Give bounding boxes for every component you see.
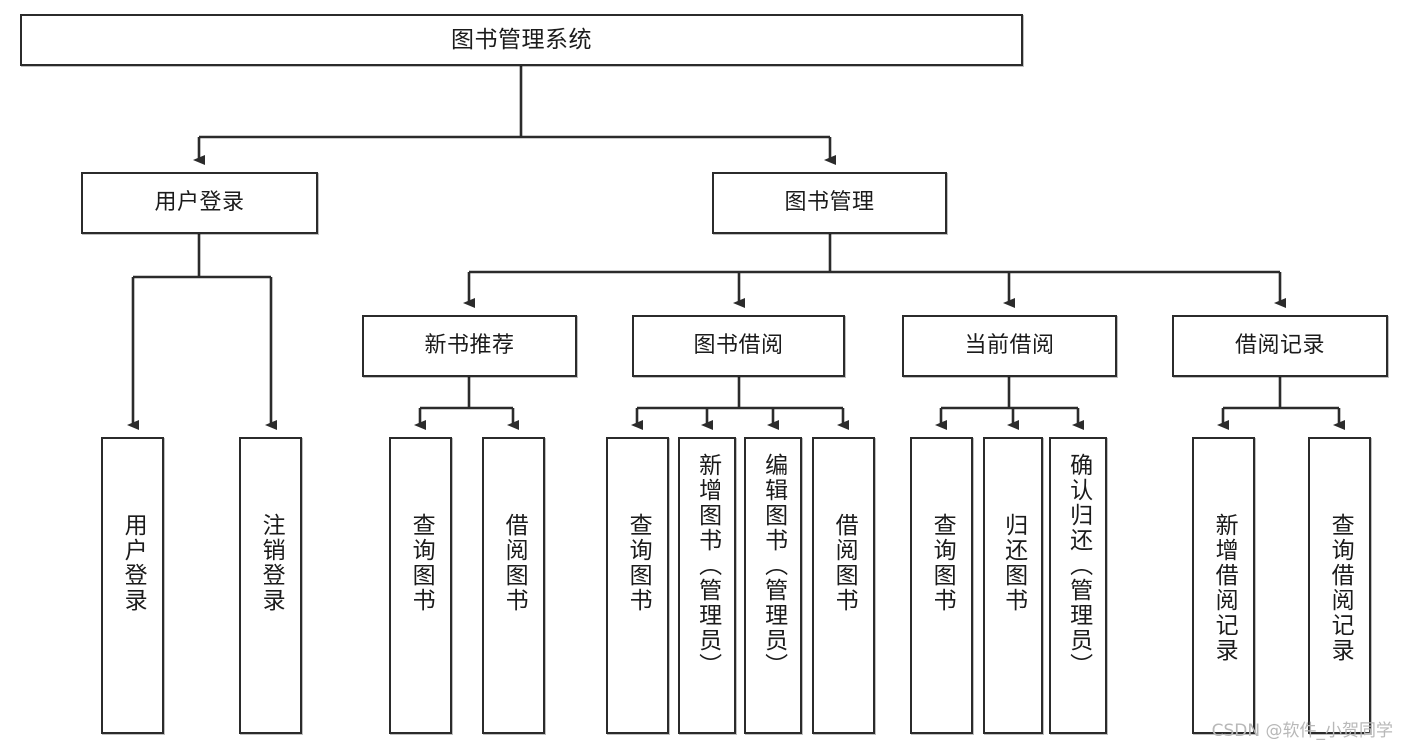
node-leaf-borrow-book-recommend-label: 借阅图书 [501,513,528,613]
node-current-borrow[interactable]: 当前借阅 [902,315,1117,377]
node-leaf-borrow-book[interactable]: 借阅图书 [812,437,875,734]
node-user-login-label: 用户登录 [154,190,245,216]
node-new-book-recommend-label: 新书推荐 [424,333,515,359]
node-leaf-query-book-recommend-label: 查询图书 [408,513,435,613]
node-current-borrow-label: 当前借阅 [964,333,1055,359]
node-leaf-add-borrow-record[interactable]: 新增借阅记录 [1192,437,1255,734]
node-leaf-logout[interactable]: 注销登录 [239,437,302,734]
node-leaf-borrow-book-recommend[interactable]: 借阅图书 [482,437,545,734]
node-borrow-record-label: 借阅记录 [1234,333,1325,359]
node-borrow-record[interactable]: 借阅记录 [1172,315,1388,377]
node-root[interactable]: 图书管理系统 [20,14,1023,66]
node-book-borrow[interactable]: 图书借阅 [632,315,845,377]
node-book-borrow-label: 图书借阅 [693,333,784,359]
node-leaf-query-book-borrow-label: 查询图书 [625,513,652,613]
node-book-manage[interactable]: 图书管理 [712,172,947,234]
node-book-manage-label: 图书管理 [784,190,875,216]
node-leaf-confirm-return-label: 确认归还（管理员） [1065,453,1092,678]
node-leaf-add-book-label: 新增图书（管理员） [694,453,721,678]
node-leaf-query-book-recommend[interactable]: 查询图书 [389,437,452,734]
node-leaf-query-borrow-record-label: 查询借阅记录 [1327,513,1354,663]
node-leaf-add-book[interactable]: 新增图书（管理员） [678,437,736,734]
node-leaf-query-borrow-record[interactable]: 查询借阅记录 [1308,437,1371,734]
node-user-login[interactable]: 用户登录 [81,172,318,234]
node-leaf-query-book-current-label: 查询图书 [929,513,956,613]
node-leaf-return-book-label: 归还图书 [1000,513,1027,613]
node-leaf-add-borrow-record-label: 新增借阅记录 [1211,513,1238,663]
node-leaf-user-login-label: 用户登录 [120,513,147,613]
node-leaf-edit-book-label: 编辑图书（管理员） [760,453,787,678]
node-leaf-query-book-current[interactable]: 查询图书 [910,437,973,734]
node-leaf-borrow-book-label: 借阅图书 [831,513,858,613]
node-leaf-logout-label: 注销登录 [258,513,285,613]
csdn-watermark: CSDN @软件_小贺同学 [1211,721,1393,741]
node-new-book-recommend[interactable]: 新书推荐 [362,315,577,377]
node-leaf-user-login[interactable]: 用户登录 [101,437,164,734]
node-leaf-return-book[interactable]: 归还图书 [983,437,1043,734]
node-leaf-confirm-return[interactable]: 确认归还（管理员） [1049,437,1107,734]
node-leaf-query-book-borrow[interactable]: 查询图书 [606,437,669,734]
node-leaf-edit-book[interactable]: 编辑图书（管理员） [744,437,802,734]
node-root-label: 图书管理系统 [451,26,592,53]
